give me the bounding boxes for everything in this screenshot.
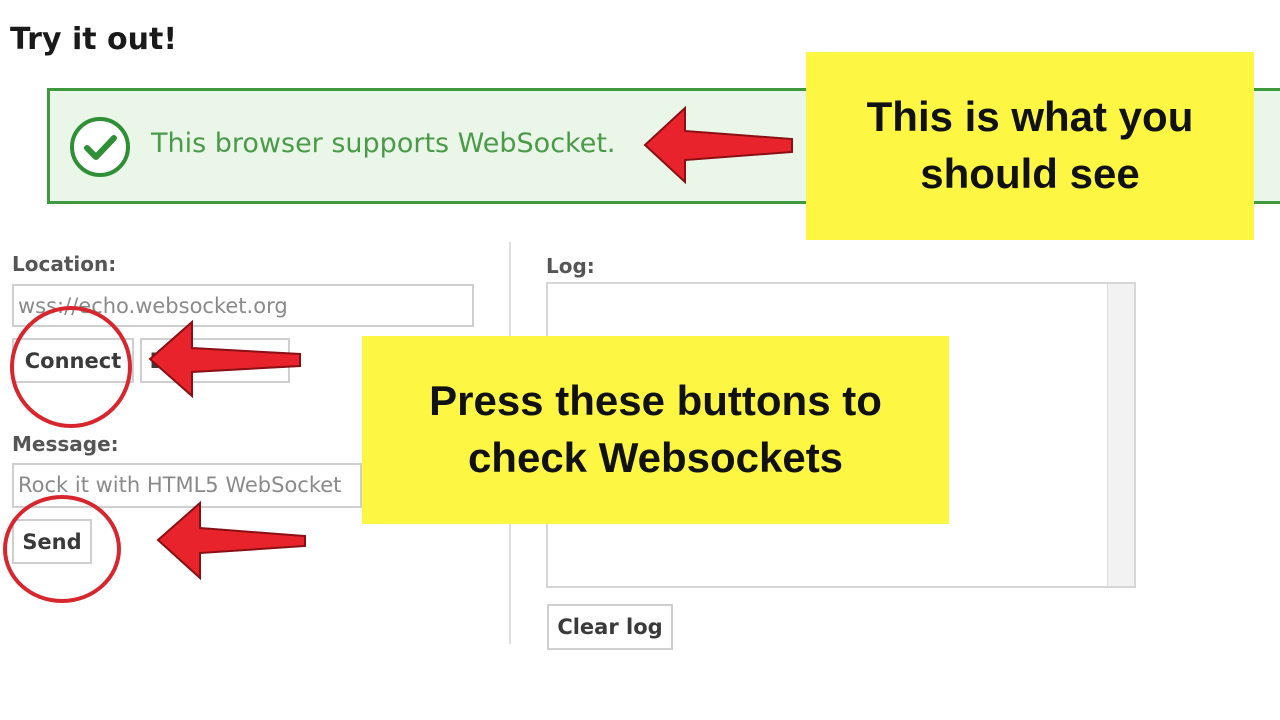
send-highlight-circle — [3, 495, 121, 603]
arrow-to-banner-icon — [643, 105, 793, 185]
top-callout: This is what you should see — [806, 52, 1254, 240]
middle-callout: Press these buttons to check Websockets — [362, 336, 949, 524]
check-circle-icon — [70, 117, 130, 177]
arrow-to-send-icon — [156, 500, 306, 581]
arrow-to-connect-icon — [148, 319, 301, 399]
connect-highlight-circle — [10, 306, 132, 428]
clear-log-button[interactable]: Clear log — [547, 604, 673, 650]
log-scrollbar[interactable] — [1107, 284, 1134, 586]
log-label: Log: — [546, 254, 595, 278]
location-label: Location: — [12, 252, 117, 276]
message-label: Message: — [12, 432, 119, 456]
support-message: This browser supports WebSocket. — [151, 128, 616, 159]
page-title: Try it out! — [10, 22, 178, 57]
